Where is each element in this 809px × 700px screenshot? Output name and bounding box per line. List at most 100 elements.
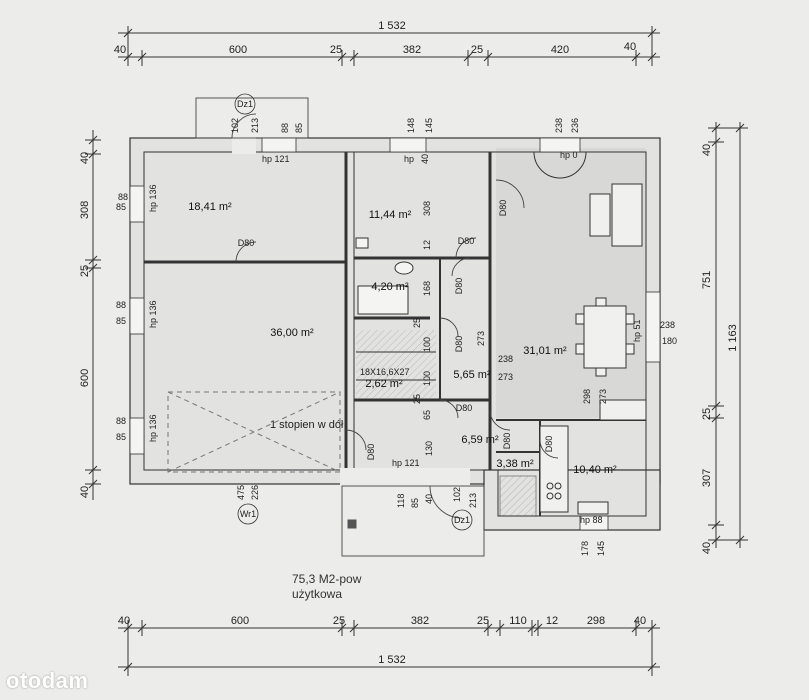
garage-door (167, 391, 341, 473)
bottom-dim: 25 (477, 615, 489, 627)
top-porch (195, 97, 309, 139)
room-area: 2,62 m² (365, 378, 403, 390)
annotation: 238 (554, 118, 564, 133)
annotation: 85 (410, 498, 420, 508)
sill-height-label: hp 51 (632, 319, 642, 342)
right-dim: 25 (701, 408, 713, 420)
bottom-total-dim: 1 532 (378, 654, 406, 666)
room-area: 36,00 m² (270, 327, 314, 339)
door-label: D80 (498, 200, 508, 217)
room-area: 10,40 m² (573, 464, 617, 476)
annotation: 273 (476, 331, 486, 346)
sill-height-label: hp (404, 154, 414, 164)
door-tag-dz1: Dz1 (454, 515, 470, 525)
annotation: 40 (424, 494, 434, 504)
annotation: 238 (498, 354, 513, 364)
annotation: 148 (406, 118, 416, 133)
top-dim: 600 (229, 44, 247, 56)
top-dim: 40 (624, 41, 636, 53)
annotation: 88 (116, 300, 126, 310)
annotation: 308 (422, 201, 432, 216)
sill-height-label: hp 121 (392, 458, 420, 468)
bottom-dim: 382 (411, 615, 429, 627)
annotation: 88 (280, 123, 290, 133)
door-label: D80 (458, 236, 475, 246)
bottom-dim: 12 (546, 615, 558, 627)
bathroom-fixtures (355, 237, 414, 315)
door-label: D80 (544, 436, 554, 453)
sill-height-label: hp 136 (148, 414, 158, 442)
bottom-dim: 110 (509, 615, 527, 627)
annotation: 298 (582, 389, 592, 404)
annotation: 475 (236, 485, 246, 500)
right-dim: 751 (701, 271, 713, 289)
annotation: 88 (116, 416, 126, 426)
door-label: D80 (366, 444, 376, 461)
left-dim: 40 (79, 486, 91, 498)
annotation: 145 (424, 118, 434, 133)
room-area: 4,20 m² (371, 281, 409, 293)
annotation: 25 (412, 318, 422, 328)
annotation: 273 (598, 389, 608, 404)
annotation: 65 (422, 410, 432, 420)
annotation: 130 (424, 441, 434, 456)
top-dim: 382 (403, 44, 421, 56)
door-label: D80 (502, 433, 512, 450)
door-tag-circle (234, 93, 256, 115)
annotation: 25 (412, 394, 422, 404)
annotation: 88 (118, 192, 128, 202)
annotation: 238 (660, 320, 675, 330)
annotation: 12 (422, 240, 432, 250)
brand-logo: otodam (6, 668, 89, 693)
annotation: 178 (580, 541, 590, 556)
annotation: 236 (570, 118, 580, 133)
room-area: 31,01 m² (523, 345, 567, 357)
annotation: 168 (422, 281, 432, 296)
bottom-dimensions (118, 620, 660, 676)
bottom-dim: 40 (634, 615, 646, 627)
left-dimensions (85, 130, 101, 500)
left-dim: 600 (79, 369, 91, 387)
top-dimensions (118, 26, 660, 66)
sill-height-label: hp 0 (560, 150, 578, 160)
top-total-dim: 1 532 (378, 20, 406, 32)
annotation: 180 (662, 336, 677, 346)
stairs-area (356, 330, 436, 398)
right-total-dim: 1 163 (727, 324, 739, 352)
annotation: 85 (116, 316, 126, 326)
door-label: D80 (456, 403, 473, 413)
annotation: 213 (250, 118, 260, 133)
right-dim: 40 (701, 144, 713, 156)
caption-line: użytkowa (292, 587, 343, 601)
right-dimensions (708, 122, 748, 548)
annotation: 100 (422, 371, 432, 386)
annotation: 213 (468, 493, 478, 508)
right-dim: 307 (701, 469, 713, 487)
top-dim: 40 (114, 44, 126, 56)
bottom-dim: 298 (587, 615, 605, 627)
living-furniture (533, 151, 643, 377)
top-dim: 420 (551, 44, 569, 56)
usable-area-caption: 75,3 M2-pow użytkowa (292, 572, 361, 602)
window-tag-circle (237, 503, 259, 525)
door-label: D80 (238, 238, 255, 248)
annotation: 226 (250, 485, 260, 500)
step-down-label: 1 stopien w dół (270, 419, 344, 431)
room-area: 3,38 m² (496, 458, 534, 470)
door-label: D80 (454, 336, 464, 353)
annotation: 145 (596, 541, 606, 556)
room-area: 5,65 m² (453, 369, 491, 381)
annotation: 85 (294, 123, 304, 133)
annotation: 118 (396, 494, 406, 508)
door-swings (235, 179, 559, 459)
sill-height-label: hp 121 (262, 154, 290, 164)
stairs-label: 18X16,6X27 (360, 367, 410, 377)
annotation: 100 (422, 337, 432, 352)
sill-height-label: hp 88 (580, 515, 603, 525)
annotation: 85 (116, 202, 126, 212)
left-dim: 308 (79, 201, 91, 219)
annotation: 102 (452, 487, 462, 502)
bottom-dim: 25 (333, 615, 345, 627)
right-dim: 40 (701, 542, 713, 554)
